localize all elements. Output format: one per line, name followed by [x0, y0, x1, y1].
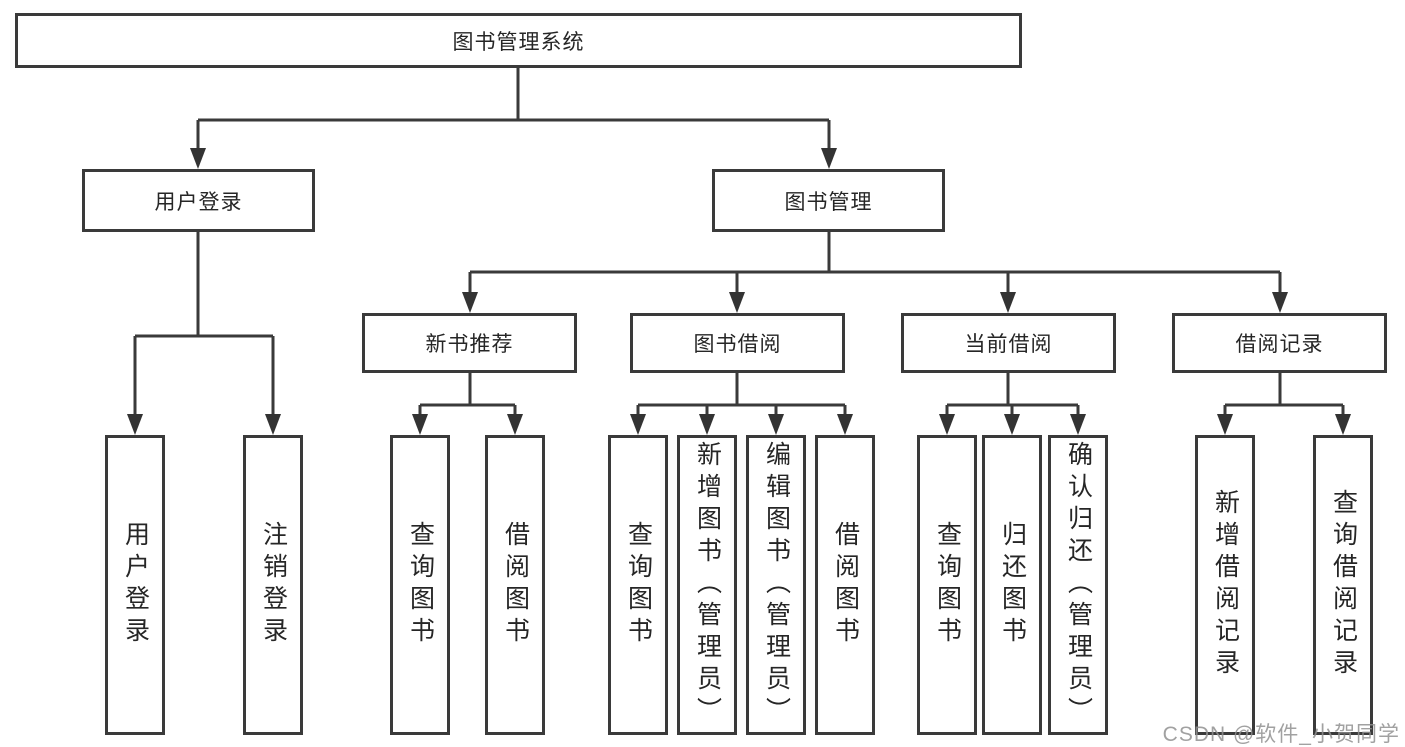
leaf-confirm-return-admin: 确认归还（管理员）: [1048, 435, 1108, 735]
arrowheads: [127, 148, 1351, 435]
leaf-query-books-1: 查询图书: [390, 435, 450, 735]
leaf-user-login: 用户登录: [105, 435, 165, 735]
leaf-label: 编辑图书（管理员）: [762, 441, 791, 729]
node-label: 用户登录: [154, 190, 243, 214]
leaf-borrow-books-2: 借阅图书: [815, 435, 875, 735]
node-label: 图书管理系统: [452, 30, 585, 54]
leaf-label: 确认归还（管理员）: [1064, 441, 1093, 729]
node-label: 当前借阅: [964, 333, 1053, 356]
node-book-borrow: 图书借阅: [630, 313, 845, 373]
leaf-label: 借阅图书: [501, 521, 530, 649]
leaf-label: 查询图书: [933, 521, 962, 649]
leaf-label: 查询借阅记录: [1329, 489, 1358, 681]
leaf-label: 新增图书（管理员）: [693, 441, 722, 729]
tree-edges: [133, 68, 1345, 418]
leaf-label: 查询图书: [624, 521, 653, 649]
node-label: 图书管理: [784, 190, 873, 214]
node-label: 借阅记录: [1235, 333, 1324, 356]
leaf-edit-books-admin: 编辑图书（管理员）: [746, 435, 806, 735]
leaf-label: 注销登录: [259, 521, 288, 649]
node-label: 图书借阅: [693, 333, 782, 356]
leaf-logout: 注销登录: [243, 435, 303, 735]
leaf-label: 新增借阅记录: [1211, 489, 1240, 681]
node-book-management: 图书管理: [712, 169, 945, 232]
node-user-login: 用户登录: [82, 169, 315, 232]
csdn-watermark: CSDN @软件_小贺同学: [1162, 723, 1400, 746]
leaf-return-books: 归还图书: [982, 435, 1042, 735]
node-label: 新书推荐: [425, 333, 514, 356]
leaf-add-borrow-record: 新增借阅记录: [1195, 435, 1255, 735]
leaf-label: 用户登录: [121, 521, 150, 649]
leaf-query-borrow-record: 查询借阅记录: [1313, 435, 1373, 735]
node-library-management-system: 图书管理系统: [15, 13, 1022, 68]
leaf-label: 查询图书: [406, 521, 435, 649]
leaf-query-books-2: 查询图书: [608, 435, 668, 735]
leaf-borrow-books-1: 借阅图书: [485, 435, 545, 735]
node-new-book-recommend: 新书推荐: [362, 313, 577, 373]
node-current-borrow: 当前借阅: [901, 313, 1116, 373]
node-borrow-records: 借阅记录: [1172, 313, 1387, 373]
leaf-query-books-3: 查询图书: [917, 435, 977, 735]
leaf-add-books-admin: 新增图书（管理员）: [677, 435, 737, 735]
leaf-label: 借阅图书: [831, 521, 860, 649]
leaf-label: 归还图书: [998, 521, 1027, 649]
